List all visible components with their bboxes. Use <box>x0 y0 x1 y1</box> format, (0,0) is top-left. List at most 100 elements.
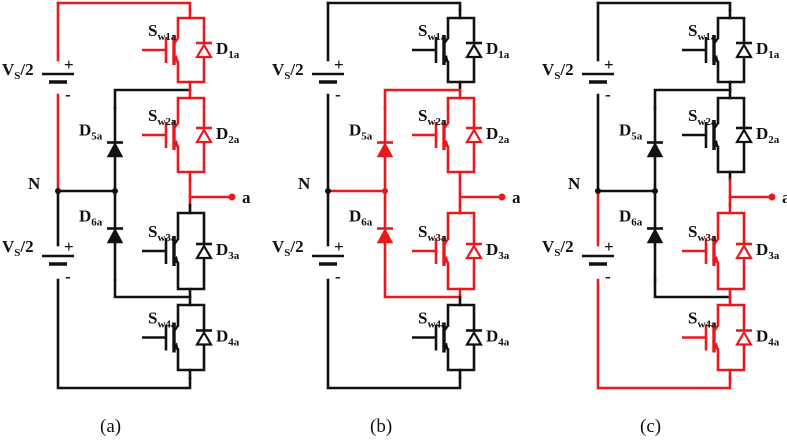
diode-d4-anode-lead <box>188 303 206 330</box>
lower-dc-source-plus: + <box>604 237 614 256</box>
diode-d2-label: D2a <box>756 124 780 146</box>
diode-d2-symbol <box>195 127 213 144</box>
dc-negative-rail <box>596 278 732 390</box>
switch-s3-emitter-arrow <box>712 256 719 265</box>
diode-d1-symbol <box>735 42 753 59</box>
diode-d1-label: D1a <box>756 39 780 61</box>
panel-caption: (b) <box>370 416 392 437</box>
upper-source-label: VS/2 <box>542 60 574 82</box>
dc-positive-rail <box>56 1 192 12</box>
dc-positive-rail <box>326 1 462 12</box>
switch-s4-label: Sw4a <box>148 309 177 331</box>
neutral-node <box>55 188 61 194</box>
diode-d4-label: D4a <box>486 327 510 349</box>
switch-s4-emitter <box>176 348 192 380</box>
diode-d1-anode-lead <box>188 16 206 43</box>
lower-dc-source-plus: + <box>64 237 74 256</box>
diode-d1-anode-lead <box>458 16 476 43</box>
dc-negative-rail <box>326 278 462 390</box>
dc-positive-rail <box>596 1 732 12</box>
clamp-lower-wire <box>113 278 192 299</box>
neutral-label: N <box>28 174 41 193</box>
switch-s2-label: Sw2a <box>688 106 717 128</box>
switch-s3-emitter <box>446 261 462 299</box>
diode-d4-label: D4a <box>756 327 780 349</box>
clamp-upper-wire <box>383 88 462 110</box>
switch-s1-label: Sw1a <box>418 21 447 43</box>
upper-source-label: VS/2 <box>2 60 34 82</box>
panel-caption: (a) <box>100 416 121 437</box>
clamp-diode-d6-symbol <box>106 227 124 244</box>
output-label: a <box>512 188 521 207</box>
switch-s2-emitter-arrow <box>442 140 449 149</box>
switch-s1-label: Sw1a <box>688 21 717 43</box>
diode-d2-label: D2a <box>216 124 240 146</box>
switch-s1-emitter <box>176 60 192 92</box>
switch-s2-label: Sw2a <box>148 106 177 128</box>
clamp-diode-d6-label: D6a <box>619 207 643 229</box>
switch-s2-label: Sw2a <box>418 106 447 128</box>
clamp-diode-d6-symbol <box>646 227 664 244</box>
diode-d1-anode-lead <box>728 16 746 43</box>
output-label: a <box>782 188 787 207</box>
switch-s4-emitter <box>716 348 732 380</box>
diode-d4-symbol <box>735 330 753 346</box>
diode-d4-anode-lead <box>728 303 746 330</box>
diode-d3-cathode-lead <box>188 257 206 291</box>
switch-s2-collector <box>176 88 192 125</box>
switch-s1-collector <box>716 8 732 40</box>
diode-d3-anode-lead <box>458 211 476 244</box>
diode-d1-cathode-lead <box>728 56 746 84</box>
switch-s1-emitter <box>446 60 462 92</box>
switch-s2-emitter <box>446 145 462 182</box>
clamp-diode-d5-symbol <box>376 141 394 158</box>
clamp-diode-d5-label: D5a <box>349 121 373 143</box>
switch-s3-emitter <box>176 261 192 299</box>
upper-dc-source-minus: - <box>335 85 341 104</box>
diode-d2-anode-lead <box>458 96 476 128</box>
diode-d4-symbol <box>465 330 483 346</box>
switch-s3-collector <box>716 203 732 241</box>
switch-s4-emitter-arrow <box>442 342 449 352</box>
upper-source-label: VS/2 <box>272 60 304 82</box>
output-terminal <box>498 193 506 201</box>
clamp-diode-d5-label: D5a <box>619 121 643 143</box>
switch-s1-emitter-arrow <box>712 55 719 64</box>
clamp-diode-d5-symbol <box>106 141 124 158</box>
diode-d3-cathode-lead <box>458 257 476 291</box>
clamp-upper-wire <box>653 88 732 110</box>
panel-caption: (c) <box>640 416 661 437</box>
lower-dc-source-minus: - <box>335 267 341 286</box>
switch-s2-emitter-arrow <box>172 140 179 149</box>
diode-d2-label: D2a <box>486 124 510 146</box>
switch-s4-collector <box>716 295 732 327</box>
upper-dc-source-plus: + <box>334 55 344 74</box>
switch-s4-collector <box>446 295 462 327</box>
panel-1: +-+-VS/2VS/2ND5aD6aSw1aD1aSw2aD2aSw3aD3a… <box>2 1 251 437</box>
switch-s3-label: Sw3a <box>418 222 447 244</box>
neutral-label: N <box>568 174 581 193</box>
clamp-diode-d6-label: D6a <box>79 207 103 229</box>
diode-d4-cathode-lead <box>458 344 476 372</box>
switch-s2-collector <box>716 88 732 125</box>
diode-d1-label: D1a <box>486 39 510 61</box>
clamp-diode-d5-symbol <box>646 141 664 158</box>
diode-d3-label: D3a <box>216 240 240 262</box>
neutral-label: N <box>298 174 311 193</box>
switch-s2-collector <box>446 88 462 125</box>
diode-d4-label: D4a <box>216 327 240 349</box>
switch-s3-label: Sw3a <box>148 222 177 244</box>
switch-s4-emitter <box>446 348 462 380</box>
switch-s1-collector <box>176 8 192 40</box>
diode-d2-symbol <box>465 127 483 144</box>
output-terminal <box>228 193 236 201</box>
